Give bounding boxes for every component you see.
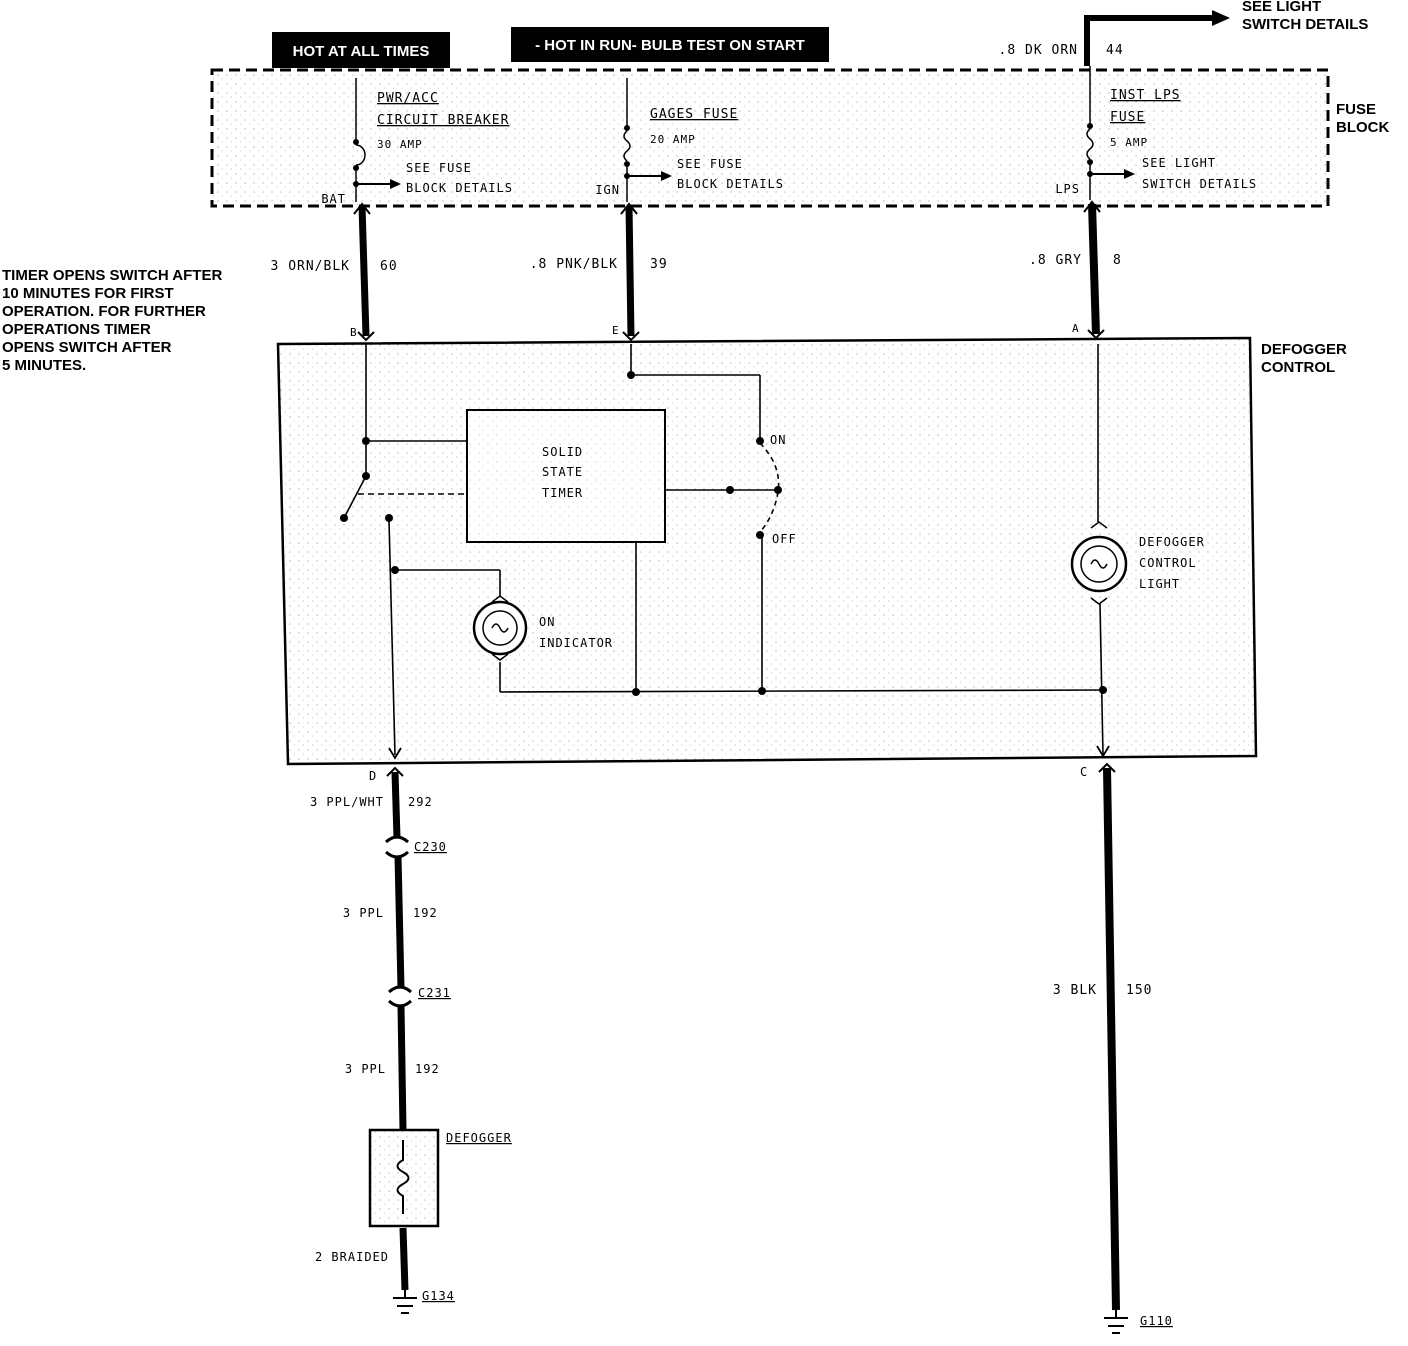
junction-dots — [340, 371, 1107, 696]
defogger-element-icon — [368, 1128, 440, 1228]
timer-note: TIMER OPENS SWITCH AFTER 10 MINUTES FOR … — [2, 267, 222, 374]
wire-w1-label: 3 ORN/BLK — [271, 259, 350, 274]
gages-see-line1: SEE FUSE — [677, 157, 743, 171]
wire-w5-circuit: 192 — [413, 906, 438, 920]
pin-e: E — [612, 324, 620, 337]
gages-fuse-name: GAGES FUSE — [650, 107, 738, 122]
timer-note-line: 5 MINUTES. — [2, 357, 86, 374]
wire-w4-label: 3 PPL/WHT — [310, 795, 384, 809]
control-light-line1: DEFOGGER — [1139, 535, 1205, 549]
pin-a: A — [1072, 322, 1080, 335]
inst-fuse-name-line1: INST LPS — [1110, 88, 1181, 103]
timer-note-line: TIMER OPENS SWITCH AFTER — [2, 267, 222, 284]
wires-lower-right — [1098, 762, 1120, 1311]
wire-w3-circuit: 8 — [1113, 253, 1122, 268]
connector-c1: C230 — [414, 840, 447, 854]
defogger-control-label-line2: CONTROL — [1261, 359, 1335, 376]
inst-fuse-rating: 5 AMP — [1110, 136, 1148, 149]
see-light-switch-top-line2: SWITCH DETAILS — [1242, 16, 1368, 33]
wires-upper — [353, 200, 1105, 342]
gages-see-line2: BLOCK DETAILS — [677, 177, 784, 191]
timer-line1: SOLID — [542, 445, 583, 459]
inst-see-line2: SWITCH DETAILS — [1142, 177, 1257, 191]
inst-fuse-name-line2: FUSE — [1110, 110, 1145, 125]
control-internal-wiring — [343, 344, 1104, 756]
timer-note-line: OPERATIONS TIMER — [2, 321, 151, 338]
breaker-terminal: BAT — [321, 192, 346, 206]
defogger-label: DEFOGGER — [446, 1131, 512, 1145]
fuse-block-label-line2: BLOCK — [1336, 119, 1389, 136]
svg-text:HOT AT ALL TIMES: HOT AT ALL TIMES — [293, 43, 430, 60]
wires-lower-left — [384, 766, 413, 1291]
fuse-block-label-line1: FUSE — [1336, 101, 1376, 118]
timer-line3: TIMER — [542, 486, 583, 500]
wire-w2-circuit: 39 — [650, 257, 668, 272]
switch-on-label: ON — [770, 433, 786, 447]
defogger-control-label-line1: DEFOGGER — [1261, 341, 1347, 358]
ground-g2-label: G110 — [1140, 1314, 1173, 1328]
inst-see-line1: SEE LIGHT — [1142, 156, 1216, 170]
breaker-see-line2: BLOCK DETAILS — [406, 181, 513, 195]
hot-in-run-banner: - HOT IN RUN- BULB TEST ON START — [511, 27, 829, 62]
wire-w3-label: .8 GRY — [1029, 253, 1082, 268]
on-indicator-line1: ON — [539, 615, 555, 629]
timer-line2: STATE — [542, 465, 583, 479]
ground-g110-icon — [1104, 1310, 1128, 1334]
timer-note-line: OPENS SWITCH AFTER — [2, 339, 172, 356]
pin-d: D — [369, 769, 377, 783]
control-light-line2: CONTROL — [1139, 556, 1197, 570]
svg-text:- HOT IN RUN- BULB TEST ON STA: - HOT IN RUN- BULB TEST ON START — [535, 37, 805, 54]
wire-w1-circuit: 60 — [380, 259, 398, 274]
gages-fuse — [623, 78, 672, 202]
wire-dkorn-label: .8 DK ORN — [999, 43, 1078, 58]
light-switch-arrow — [1084, 10, 1230, 66]
inst-lps-fuse — [1086, 66, 1135, 200]
on-indicator-bulb-icon — [472, 595, 528, 661]
gages-terminal: IGN — [595, 183, 620, 197]
breaker-name-line2: CIRCUIT BREAKER — [377, 113, 509, 128]
wire-w4-circuit: 292 — [408, 795, 433, 809]
inst-terminal: LPS — [1055, 182, 1080, 196]
ground-g1-label: G134 — [422, 1289, 455, 1303]
wire-w6-label: 3 PPL — [345, 1062, 386, 1076]
wire-w5-label: 3 PPL — [343, 906, 384, 920]
ground-g134-icon — [393, 1290, 417, 1314]
connector-c2: C231 — [418, 986, 451, 1000]
gages-fuse-rating: 20 AMP — [650, 133, 696, 146]
hot-at-all-times-banner: HOT AT ALL TIMES — [272, 32, 450, 68]
breaker-name-line1: PWR/ACC — [377, 91, 439, 106]
defogger-control-light-bulb-icon — [1070, 521, 1128, 605]
timer-note-line: OPERATION. FOR FURTHER — [2, 303, 206, 320]
defogger-control-module — [276, 336, 1258, 766]
pin-b: B — [350, 326, 358, 339]
timer-note-line: 10 MINUTES FOR FIRST — [2, 285, 174, 302]
breaker-see-line1: SEE FUSE — [406, 161, 472, 175]
switch-off-label: OFF — [772, 532, 797, 546]
wire-w8-circuit: 150 — [1126, 983, 1152, 998]
wire-w8-label: 3 BLK — [1053, 983, 1097, 998]
circuit-breaker — [353, 78, 401, 202]
pin-c: C — [1080, 765, 1088, 779]
breaker-rating: 30 AMP — [377, 138, 423, 151]
wire-w7-label: 2 BRAIDED — [315, 1250, 389, 1264]
module-output-arrows — [388, 745, 1110, 760]
wire-w6-circuit: 192 — [415, 1062, 440, 1076]
control-light-line3: LIGHT — [1139, 577, 1180, 591]
on-indicator-line2: INDICATOR — [539, 636, 613, 650]
wire-dkorn-circuit: 44 — [1106, 43, 1124, 58]
wire-w2-label: .8 PNK/BLK — [530, 257, 618, 272]
see-light-switch-top-line1: SEE LIGHT — [1242, 0, 1321, 15]
